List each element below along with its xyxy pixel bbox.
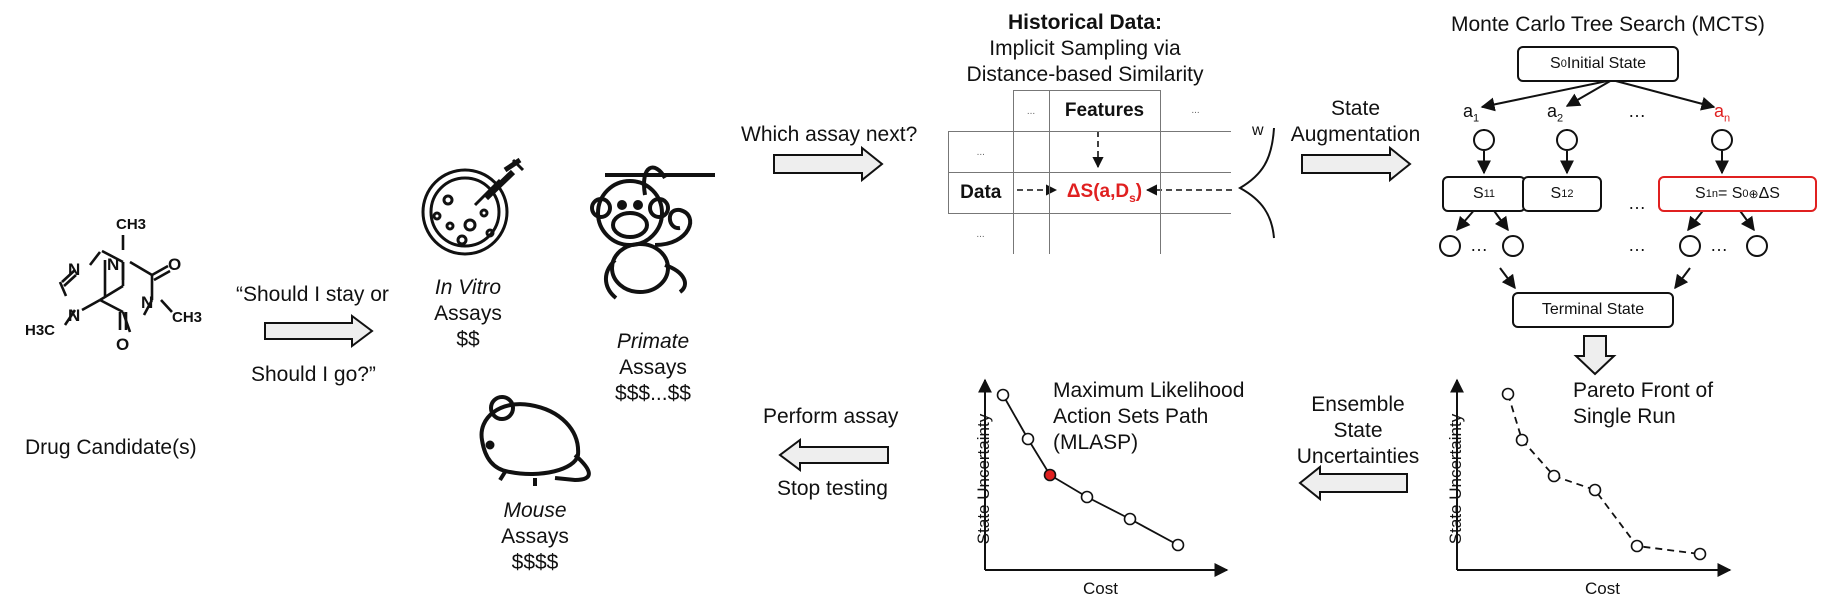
state-aug-line1: State [1330,97,1381,120]
perform-line2: Stop testing [777,477,888,500]
pareto-point [1630,539,1644,553]
mlasp-xlabel: Cost [1083,579,1118,598]
perform-line1: Perform assay [763,405,899,428]
cell-ellipsis: ... [948,213,1014,254]
atom-n4: N [141,293,154,312]
atom-ch3-right: CH3 [172,309,203,326]
pareto-point [1515,433,1529,447]
atom-h3c-left: H3C [25,322,56,339]
pareto-point [1588,483,1602,497]
leaf-dots: … [1470,235,1488,255]
pareto-xlabel: Cost [1585,579,1620,598]
atom-n3: N [68,306,81,325]
block-arrow-state-aug [1301,145,1412,183]
pareto-line [1507,393,1701,555]
mlasp-point [1043,468,1057,482]
mouse-name: Mouse [503,499,567,522]
state-aug-line2: Augmentation [1290,123,1421,146]
mlasp-line1: Maximum Likelihood [1053,379,1245,402]
action-a1: a1 [1463,101,1480,125]
pareto-point [1501,387,1515,401]
historical-title: Historical Data: [1007,11,1163,34]
atom-n1: N [107,255,120,274]
mlasp-plot [996,388,1185,552]
leaf-dots: … [1628,235,1646,255]
mlasp-point [996,388,1010,402]
mcts-title: Monte Carlo Tree Search (MCTS) [1451,13,1765,36]
ensemble-line2: State [1333,419,1383,442]
question-line1: “Should I stay or [236,283,389,306]
mouse-label: Assays [501,525,569,548]
atom-o1: O [168,255,182,274]
drug-caption: Drug Candidate(s) [25,436,197,459]
atom-o2: O [116,335,130,354]
mlasp-point [1171,538,1185,552]
primate-label: Assays [619,356,687,379]
primate-cost: $$$...$$ [615,382,691,405]
mlasp-line3: (MLASP) [1053,431,1139,454]
state-dots: … [1628,193,1646,213]
monkey-icon [590,165,715,300]
pareto-plot [1501,387,1707,561]
action-a2: a2 [1547,101,1564,125]
historical-line3: Distance-based Similarity [966,63,1204,86]
mlasp-point [1080,490,1094,504]
invitro-label: Assays [434,302,502,325]
features-header: Features [1048,90,1161,132]
mlasp-point [1021,432,1035,446]
delta-s-cell: ΔS(a,Ds) [1048,172,1161,214]
historical-line2: Implicit Sampling via [989,37,1181,60]
block-arrow-perform [778,438,889,472]
mlasp-line2: Action Sets Path [1053,405,1209,428]
mouse-cost: $$$$ [511,551,559,574]
historical-table: ... Features ... ... Data ΔS(a,Ds) ... [948,90,1231,254]
pareto-line2: Single Run [1573,405,1676,428]
pareto-line1: Pareto Front of [1573,379,1714,402]
terminal-state-node: Terminal State [1512,292,1674,328]
block-arrow-question [264,314,374,348]
gaussian-curve [1237,127,1275,239]
primate-name: Primate [616,330,690,353]
atom-n2: N [68,260,81,279]
mlasp-ylabel: State Uncertainty [974,413,993,545]
atom-ch3-top: CH3 [116,216,147,233]
ensemble-line1: Ensemble [1311,393,1405,416]
pareto-point [1693,547,1707,561]
which-assay-label: Which assay next? [741,123,918,146]
w-label: w [1252,122,1264,139]
action-an: an [1714,101,1731,125]
pareto-ylabel: State Uncertainty [1446,413,1465,545]
invitro-cost: $$ [456,328,480,351]
ensemble-line3: Uncertainties [1296,445,1420,468]
question-line2: Should I go?” [251,363,376,386]
cell-ellipsis: ... [1159,90,1231,132]
cell-ellipsis: ... [1012,90,1050,132]
pareto-point [1547,469,1561,483]
mouse-icon [479,395,591,486]
invitro-name: In Vitro [434,276,502,299]
data-label: Data [948,172,1014,214]
petri-dish-icon [421,157,525,256]
block-arrow-which [773,145,884,183]
mlasp-line [1002,394,1179,546]
block-arrow-ensemble [1298,464,1408,502]
block-arrow-down [1573,335,1617,376]
action-dots: … [1628,101,1646,121]
mlasp-point [1123,512,1137,526]
cell-ellipsis: ... [948,131,1014,173]
leaf-dots: … [1710,235,1728,255]
